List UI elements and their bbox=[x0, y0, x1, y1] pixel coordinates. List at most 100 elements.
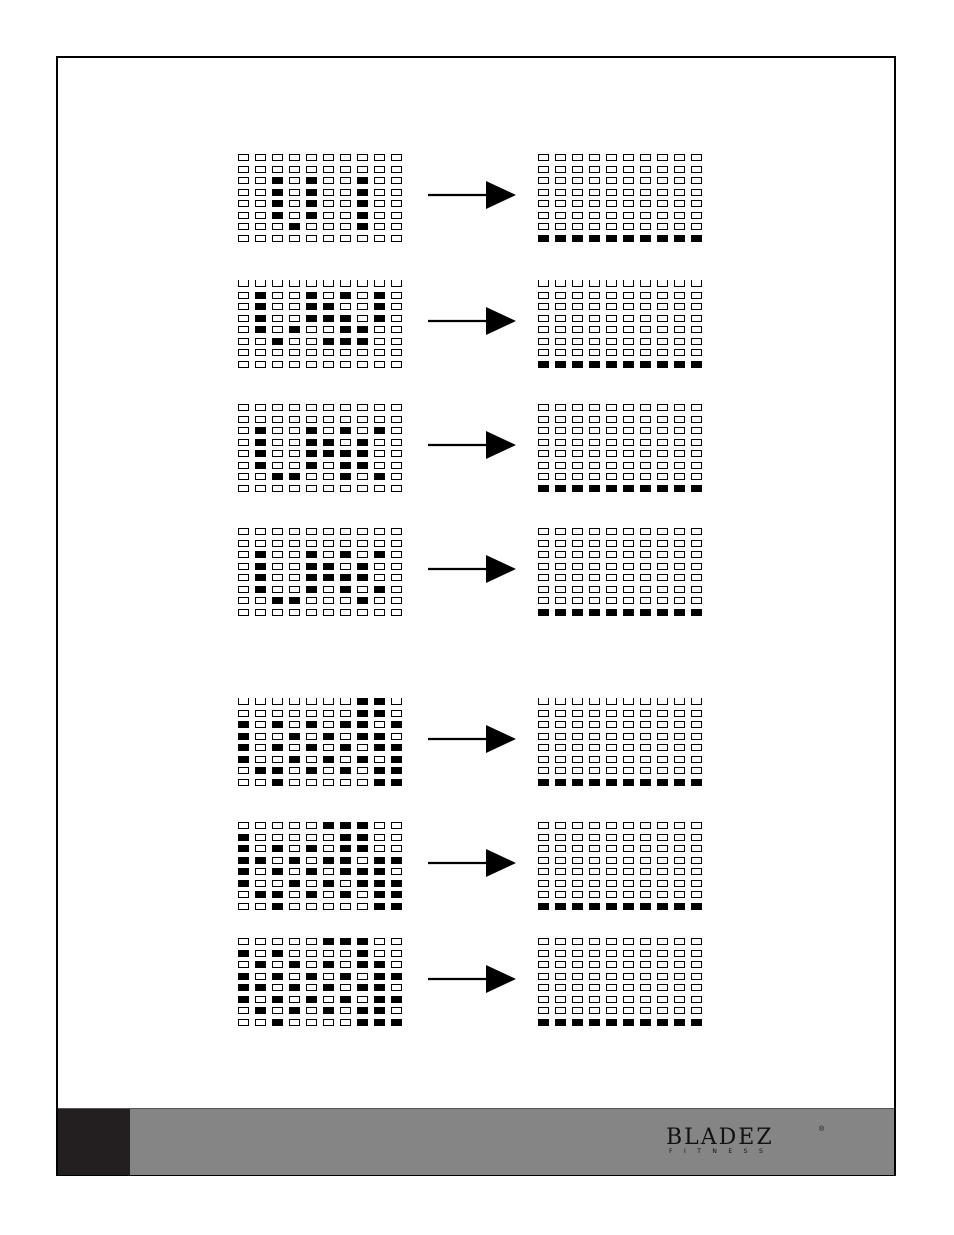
display-segment bbox=[374, 984, 386, 991]
display-segment bbox=[640, 767, 652, 774]
display-segment bbox=[323, 303, 335, 310]
display-segment bbox=[255, 177, 267, 184]
display-segment bbox=[572, 961, 584, 968]
display-segment bbox=[589, 938, 601, 945]
display-segment bbox=[289, 223, 301, 230]
display-segment bbox=[238, 709, 250, 717]
display-segment bbox=[357, 938, 369, 945]
display-segment bbox=[238, 528, 250, 535]
display-segment bbox=[674, 473, 686, 480]
display-segment bbox=[340, 473, 352, 480]
display-segment bbox=[238, 165, 250, 173]
display-segment bbox=[623, 326, 635, 333]
display-segment bbox=[255, 326, 267, 333]
display-segment bbox=[691, 165, 703, 173]
display-segment bbox=[323, 1007, 335, 1014]
display-segment bbox=[657, 833, 669, 841]
display-segment bbox=[340, 154, 352, 161]
display-segment bbox=[572, 415, 584, 423]
display-segment bbox=[623, 879, 635, 887]
display-segment bbox=[374, 1018, 386, 1026]
display-segment bbox=[657, 461, 669, 469]
display-segment bbox=[289, 585, 301, 593]
display-segment bbox=[272, 1018, 284, 1026]
display-segment bbox=[272, 415, 284, 423]
display-segment bbox=[391, 938, 403, 945]
display-segment bbox=[374, 938, 386, 945]
display-segment bbox=[272, 539, 284, 547]
display-segment bbox=[606, 303, 618, 310]
display-segment bbox=[323, 234, 335, 242]
display-segment bbox=[589, 868, 601, 875]
display-segment bbox=[272, 177, 284, 184]
display-segment bbox=[572, 349, 584, 356]
display-segment bbox=[340, 349, 352, 356]
display-segment bbox=[374, 879, 386, 887]
display-segment bbox=[238, 1007, 250, 1014]
display-segment bbox=[357, 211, 369, 219]
display-segment bbox=[657, 709, 669, 717]
display-segment bbox=[691, 360, 703, 368]
display-segment bbox=[289, 326, 301, 333]
display-segment bbox=[272, 154, 284, 161]
display-segment bbox=[306, 767, 318, 774]
display-segment bbox=[691, 404, 703, 411]
display-segment bbox=[306, 211, 318, 219]
display-segment bbox=[391, 868, 403, 875]
display-segment bbox=[340, 778, 352, 786]
display-segment bbox=[323, 562, 335, 570]
display-segment bbox=[606, 551, 618, 558]
display-segment bbox=[272, 562, 284, 570]
display-segment bbox=[289, 337, 301, 345]
display-segment bbox=[306, 234, 318, 242]
display-segment bbox=[589, 177, 601, 184]
display-segment bbox=[589, 326, 601, 333]
display-segment bbox=[674, 574, 686, 581]
display-segment bbox=[357, 528, 369, 535]
display-segment bbox=[255, 314, 267, 322]
display-segment bbox=[374, 314, 386, 322]
display-segment bbox=[255, 698, 267, 705]
display-segment bbox=[357, 995, 369, 1003]
display-segment bbox=[306, 938, 318, 945]
display-segment bbox=[623, 188, 635, 196]
display-segment bbox=[306, 845, 318, 852]
display-segment bbox=[391, 949, 403, 957]
display-segment bbox=[657, 778, 669, 786]
display-segment bbox=[674, 280, 686, 287]
display-segment bbox=[538, 337, 550, 345]
display-segment bbox=[374, 949, 386, 957]
display-segment bbox=[289, 484, 301, 492]
display-segment bbox=[340, 291, 352, 299]
display-segment bbox=[691, 528, 703, 535]
display-segment bbox=[589, 744, 601, 751]
display-segment bbox=[323, 415, 335, 423]
display-segment bbox=[555, 551, 567, 558]
display-segment bbox=[255, 984, 267, 991]
display-segment bbox=[323, 291, 335, 299]
display-segment bbox=[374, 709, 386, 717]
display-segment bbox=[289, 303, 301, 310]
display-segment bbox=[323, 984, 335, 991]
display-segment bbox=[391, 211, 403, 219]
display-segment bbox=[323, 337, 335, 345]
display-segment bbox=[323, 574, 335, 581]
display-segment bbox=[238, 597, 250, 604]
display-segment bbox=[374, 732, 386, 740]
display-segment bbox=[657, 597, 669, 604]
display-segment bbox=[589, 949, 601, 957]
display-segment bbox=[572, 314, 584, 322]
display-segment bbox=[289, 938, 301, 945]
display-segment bbox=[306, 360, 318, 368]
display-segment bbox=[238, 404, 250, 411]
display-segment bbox=[238, 280, 250, 287]
display-segment bbox=[623, 938, 635, 945]
display-segment bbox=[640, 755, 652, 763]
display-segment bbox=[572, 574, 584, 581]
display-segment bbox=[272, 337, 284, 345]
display-segment bbox=[238, 721, 250, 728]
display-segment bbox=[640, 154, 652, 161]
display-segment bbox=[691, 551, 703, 558]
display-segment bbox=[606, 404, 618, 411]
display-segment bbox=[238, 995, 250, 1003]
